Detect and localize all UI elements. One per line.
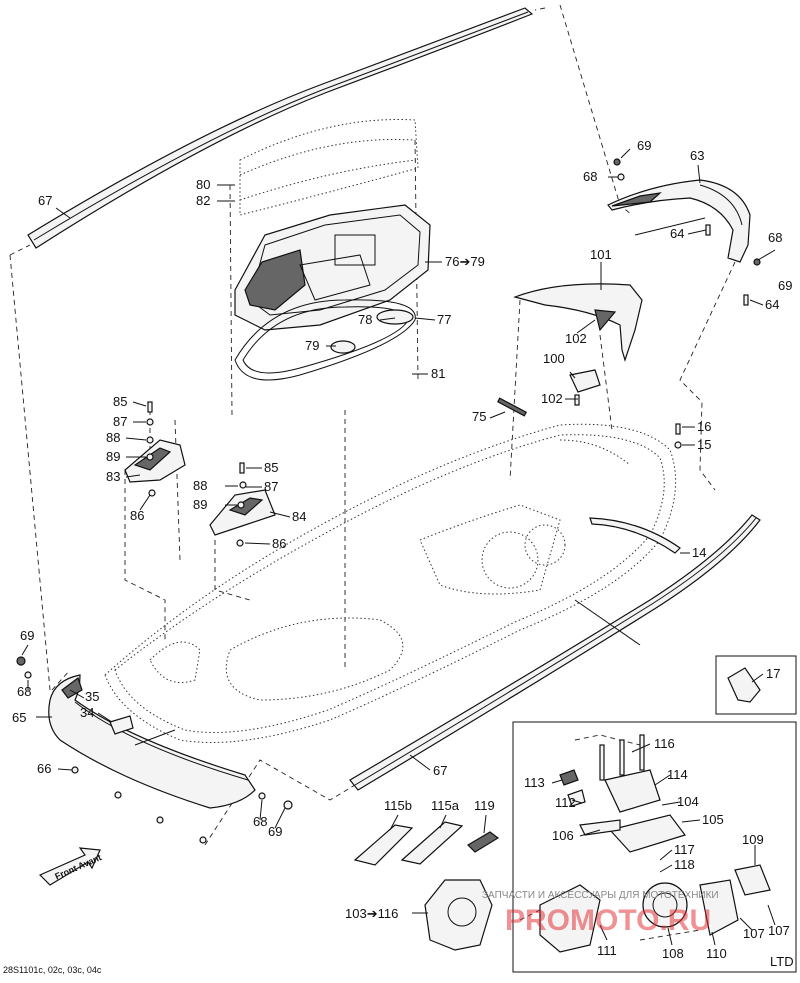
pump-assembly xyxy=(424,879,493,951)
callout: 88 xyxy=(193,478,207,493)
callout: 68 xyxy=(768,230,782,245)
callout: 81 xyxy=(431,366,445,381)
callout: 116 xyxy=(654,736,675,751)
callout: 109 xyxy=(742,832,764,847)
callout: 16 xyxy=(697,419,711,434)
callout: 89 xyxy=(193,497,207,512)
callout: 88 xyxy=(106,430,120,445)
callout: 108 xyxy=(662,946,684,961)
bin-gasket xyxy=(234,299,416,381)
watermark-text: ЗАПЧАСТИ И АКСЕССУАРЫ ДЛЯ МОТОТЕХНИКИ xyxy=(482,890,719,901)
callout: 17 xyxy=(766,666,780,681)
callout: 104 xyxy=(677,794,699,809)
callout: 87 xyxy=(264,479,278,494)
callout: 107 xyxy=(768,923,790,938)
callout: 69 xyxy=(20,628,34,643)
callout: 103➔116 xyxy=(345,906,398,921)
callout-labels: 67 69 68 63 64 68 69 64 80 82 76➔79 78 7… xyxy=(12,138,792,961)
callout: 67 xyxy=(38,193,52,208)
callout: 112 xyxy=(555,795,576,810)
callout: 110 xyxy=(706,946,727,961)
bracket-34 xyxy=(109,715,134,735)
callout: 69 xyxy=(778,278,792,293)
callout: 15 xyxy=(697,437,711,452)
side-panel-right xyxy=(607,179,751,263)
callout: 102 xyxy=(565,331,587,346)
inset-17 xyxy=(715,655,797,715)
callout: 106 xyxy=(552,828,574,843)
callout: 77 xyxy=(437,312,451,327)
callout: 89 xyxy=(106,449,120,464)
bracket-100 xyxy=(569,369,601,393)
callout: 69 xyxy=(268,824,282,839)
callout: 65 xyxy=(12,710,26,725)
callout: 105 xyxy=(702,812,724,827)
callout: 34 xyxy=(80,705,94,720)
callout: 115a xyxy=(431,798,460,813)
callout: 100 xyxy=(543,351,565,366)
callout: 82 xyxy=(196,193,210,208)
callout: 107 xyxy=(743,926,765,941)
callout: 78 xyxy=(358,312,372,327)
callout: 87 xyxy=(113,414,127,429)
handle-84 xyxy=(209,489,276,536)
callout: 111 xyxy=(597,943,617,958)
callout: 117 xyxy=(674,842,695,857)
panel-101 xyxy=(513,283,643,362)
callout: 68 xyxy=(253,814,267,829)
callout: 68 xyxy=(583,169,597,184)
callout: 66 xyxy=(37,761,51,776)
front-bumper xyxy=(48,674,256,809)
callout: 67 xyxy=(433,763,447,778)
callout: 113 xyxy=(524,775,545,790)
rub-rail-top xyxy=(27,7,534,249)
covers-115 xyxy=(353,821,500,866)
callout: 64 xyxy=(765,297,779,312)
callout: 85 xyxy=(113,394,127,409)
storage-bin xyxy=(234,204,431,331)
callout: 83 xyxy=(106,469,120,484)
watermark-brand: PROMOTO.RU xyxy=(505,904,711,937)
callout: 101 xyxy=(590,247,612,262)
callout: 114 xyxy=(667,767,688,782)
ltd-label: LTD xyxy=(770,954,794,969)
callout: 118 xyxy=(674,857,695,872)
callout: 115b xyxy=(384,798,412,813)
callout: 35 xyxy=(85,689,99,704)
callout: 63 xyxy=(690,148,704,163)
callout: 85 xyxy=(264,460,278,475)
callout: 102 xyxy=(541,391,563,406)
front-direction-arrow xyxy=(38,847,101,886)
callout: 84 xyxy=(292,509,306,524)
strip-75 xyxy=(497,397,527,417)
callout: 75 xyxy=(472,409,486,424)
assembly-arrows xyxy=(134,217,706,746)
callout: 69 xyxy=(637,138,651,153)
leader-lines xyxy=(21,148,776,946)
callout: 14 xyxy=(692,545,706,560)
callout: 68 xyxy=(17,684,31,699)
hull-body xyxy=(104,423,677,743)
rub-rail-bottom xyxy=(349,514,761,791)
callout: 79 xyxy=(305,338,319,353)
callout: 119 xyxy=(474,798,495,813)
detail-inset xyxy=(512,721,797,973)
callout: 86 xyxy=(130,508,144,523)
callout: 86 xyxy=(272,536,286,551)
callout: 80 xyxy=(196,177,210,192)
fasteners xyxy=(16,158,761,844)
callout: 64 xyxy=(670,226,684,241)
callout: 76➔79 xyxy=(445,254,485,269)
footer-code: 28S1101c, 02c, 03c, 04c xyxy=(3,965,102,975)
side-rail-14 xyxy=(589,517,681,554)
front-cover-gasket xyxy=(239,119,419,216)
